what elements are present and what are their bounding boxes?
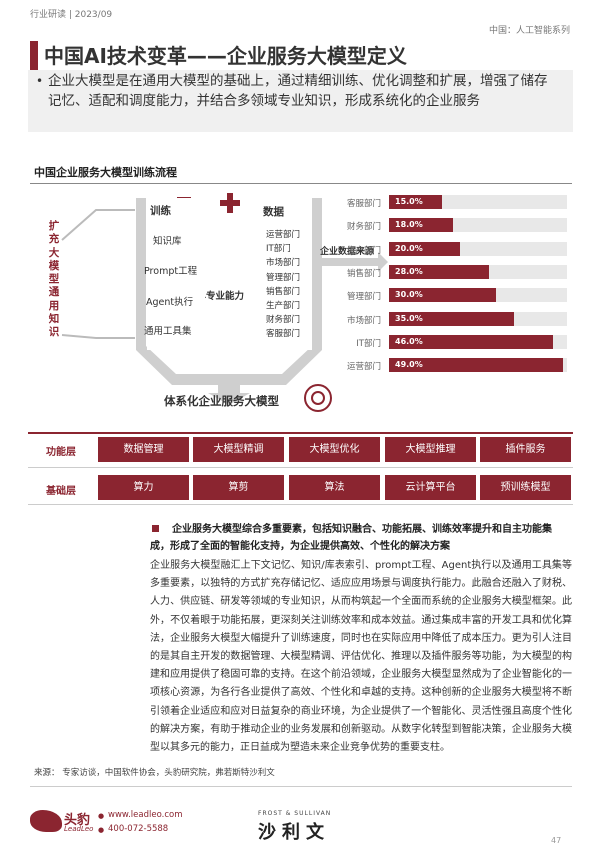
bar-value-label: 30.0% bbox=[395, 290, 423, 300]
bullet-icon: • bbox=[36, 74, 44, 88]
bar-category-label: 管理部门 bbox=[346, 292, 381, 303]
vertical-label-char: 模 bbox=[48, 259, 60, 272]
train-item: 通用工具集 bbox=[144, 326, 192, 337]
bar-category-label: IT部门 bbox=[356, 338, 381, 349]
data-box bbox=[258, 198, 312, 350]
vertical-label-char: 识 bbox=[48, 326, 60, 339]
layer-divider bbox=[28, 467, 573, 468]
base-cell: 算剪 bbox=[193, 475, 284, 500]
bar-category-label: 市场部门 bbox=[346, 315, 381, 326]
function-cell: 插件服务 bbox=[480, 437, 571, 462]
section-title: 中国企业服务大模型训练流程 bbox=[34, 166, 177, 179]
bar: 28.0% bbox=[389, 264, 489, 279]
function-cell: 数据管理 bbox=[98, 437, 189, 462]
bar-value-label: 18.0% bbox=[395, 220, 423, 230]
vertical-label-char: 用 bbox=[48, 299, 60, 312]
base-cell: 算法 bbox=[289, 475, 380, 500]
base-cell: 算力 bbox=[98, 475, 189, 500]
bar-value-label: 28.0% bbox=[395, 266, 423, 276]
vertical-label-char: 充 bbox=[48, 233, 60, 246]
data-source-label: 企业数据来源 bbox=[320, 247, 375, 257]
training-box bbox=[147, 198, 205, 350]
bar: 20.0% bbox=[389, 241, 460, 256]
data-label: 数据 bbox=[263, 206, 284, 218]
bar-value-label: 15.0% bbox=[395, 197, 423, 206]
base-cell: 云计算平台 bbox=[385, 475, 476, 500]
bar-value-label: 46.0% bbox=[395, 336, 423, 346]
training-label: 训练 bbox=[150, 205, 171, 217]
bar-category-label: 财务部门 bbox=[346, 222, 381, 233]
layer-bottom-line bbox=[28, 504, 573, 505]
bar: 15.0% bbox=[389, 195, 442, 209]
model-label: 体系化企业服务大模型 bbox=[164, 394, 279, 408]
bar-value-label: 49.0% bbox=[395, 360, 423, 370]
data-item: IT部门 bbox=[266, 244, 291, 255]
bar: 46.0% bbox=[389, 334, 553, 349]
title-accent-bar bbox=[30, 41, 38, 71]
bar: 18.0% bbox=[389, 218, 453, 233]
body-text: 企业服务大模型融汇上下文记忆、知识/库表索引、prompt工程、Agent执行以… bbox=[150, 560, 572, 754]
phone-icon: ● bbox=[98, 826, 105, 834]
bar: 30.0% bbox=[389, 288, 496, 303]
professional-ability-label: 专业能力 bbox=[206, 291, 245, 302]
bar-category-label: 销售部门 bbox=[346, 268, 381, 279]
section-divider bbox=[30, 183, 572, 184]
bar-category-label: 运营部门 bbox=[346, 362, 381, 373]
train-item: Agent执行 bbox=[146, 297, 194, 308]
partner-logo: 沙利文 bbox=[258, 822, 330, 843]
data-item: 管理部门 bbox=[266, 272, 301, 283]
subheading: 企业服务大模型综合多重要素，包括知识融合、功能拓展、训练效率提升和自主功能集成，… bbox=[150, 524, 552, 552]
web-icon: ● bbox=[98, 812, 105, 820]
data-item: 生产部门 bbox=[266, 301, 301, 311]
function-layer-label: 功能层 bbox=[46, 447, 76, 458]
vertical-label-char: 型 bbox=[48, 273, 60, 286]
bar: 49.0% bbox=[389, 358, 563, 373]
page-number: 47 bbox=[551, 836, 562, 845]
leopard-logo-icon bbox=[30, 810, 62, 832]
bar: 35.0% bbox=[389, 311, 514, 326]
bar-value-label: 35.0% bbox=[395, 313, 423, 323]
bar-category-label: 生产部门 bbox=[346, 245, 381, 256]
vertical-label: 扩充大模型通用知识 bbox=[47, 220, 61, 340]
bar-category-label: 客服部门 bbox=[346, 199, 381, 209]
data-item: 销售部门 bbox=[266, 286, 301, 297]
data-item: 客服部门 bbox=[266, 329, 301, 340]
report-category: 行业研读 | 2023/09 bbox=[30, 10, 113, 20]
base-cell: 预训练模型 bbox=[480, 475, 571, 500]
square-bullet-icon bbox=[152, 525, 159, 532]
layer-top-line bbox=[28, 432, 573, 434]
logo-subtext: LeadLeo bbox=[64, 825, 94, 833]
website-link[interactable]: www.leadleo.com bbox=[108, 810, 183, 820]
function-cell: 大模型精调 bbox=[193, 437, 284, 462]
vertical-label-char: 大 bbox=[48, 246, 60, 259]
data-item: 运营部门 bbox=[266, 230, 301, 240]
train-item: Prompt工程 bbox=[144, 266, 198, 277]
page-title: 中国AI技术变革——企业服务大模型定义 bbox=[44, 44, 407, 68]
function-cell: 大模型优化 bbox=[289, 437, 380, 462]
source-note: 来源： 专家访谈，中国软件协会，头豹研究院，弗若斯特沙利文 bbox=[34, 768, 275, 778]
logo-text: 头豹 bbox=[64, 813, 91, 828]
report-series: 中国：人工智能系列 bbox=[488, 26, 570, 36]
function-cell: 大模型推理 bbox=[385, 437, 476, 462]
intro-box bbox=[28, 70, 573, 132]
train-item: 知识库 bbox=[153, 236, 182, 247]
partner-english: FROST & SULLIVAN bbox=[258, 810, 332, 817]
base-layer-label: 基础层 bbox=[46, 486, 76, 497]
data-item: 财务部门 bbox=[266, 315, 301, 326]
footer-divider bbox=[30, 786, 572, 787]
vertical-label-char: 知 bbox=[48, 313, 60, 326]
vertical-label-char: 扩 bbox=[48, 220, 60, 232]
data-item: 市场部门 bbox=[266, 258, 301, 269]
bar-value-label: 20.0% bbox=[395, 243, 423, 253]
phone-number: 400-072-5588 bbox=[108, 824, 169, 834]
intro-text: 企业大模型是在通用大模型的基础上，通过精细训练、优化调整和扩展，增强了储存记忆、… bbox=[48, 73, 548, 109]
vertical-label-char: 通 bbox=[48, 286, 60, 299]
